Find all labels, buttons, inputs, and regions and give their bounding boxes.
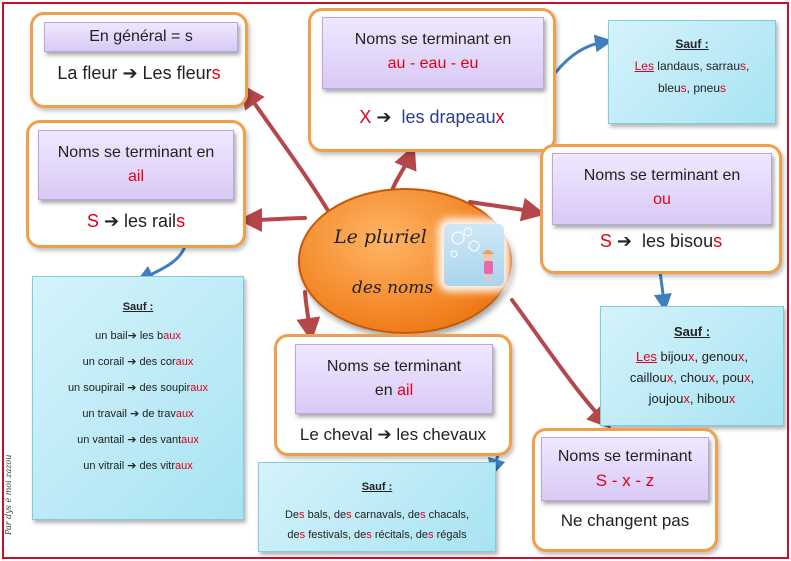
ail-header: Noms se terminant en ail [38,130,234,200]
al-box: Noms se terminant en ail Le cheval ➔ les… [274,334,512,456]
arrow-icon: ➔ [127,381,137,394]
girl-bubbles-icon [450,227,494,281]
al-example: Le cheval ➔ les chevaux [299,425,487,445]
sxz-header: Noms se terminant S - x - z [541,437,709,501]
list-item: un corail ➔ des coraux [82,355,194,368]
arrow-icon: ➔ [127,459,137,472]
ou-exceptions: Sauf : Les bijoux, genoux, cailloux, cho… [600,306,784,426]
girl-bubbles-image [444,224,504,286]
sxz-box: Noms se terminant S - x - z Ne changent … [532,428,718,552]
al-exceptions-line1: Des bals, des carnavals, des chacals, [284,509,470,521]
ail-example: S ➔ les rails [86,211,186,232]
arrow-icon: ➔ [127,355,137,368]
au-header: Noms se terminant en au - eau - eu [322,17,544,89]
al-exceptions: Sauf : Des bals, des carnavals, des chac… [258,462,496,552]
list-item: un travail ➔ de travaux [82,407,194,420]
arrow-icon: ➔ [122,63,138,84]
ou-box: Noms se terminant en ou S ➔ les bisous [540,144,782,274]
arrow-icon: ➔ [127,433,137,446]
general-box: En général = s La fleur ➔ Les fleurs [30,12,248,108]
au-exceptions: Sauf : Les landaus, sarraus, bleus, pneu… [608,20,776,124]
list-item: un vantail ➔ des vantaux [77,433,199,446]
center-title-line1: Le pluriel [334,226,427,248]
general-header: En général = s [44,22,238,52]
list-item: un soupirail ➔ des soupiraux [67,381,209,394]
arrow-icon: ➔ [127,329,137,342]
au-example: X ➔ les drapeaux [359,107,505,128]
al-header: Noms se terminant en ail [295,344,493,414]
arrow-icon: ➔ [376,107,392,128]
credit-text: Par dys é moi zazou [4,454,13,536]
ou-header: Noms se terminant en ou [552,153,772,225]
arrow-icon: ➔ [103,211,120,232]
sxz-example: Ne changent pas [560,511,690,530]
ail-box: Noms se terminant en ail S ➔ les rails [26,120,246,248]
list-item: un vitrail ➔ des vitraux [83,459,193,472]
arrow-icon: ➔ [130,407,140,420]
general-example: La fleur ➔ Les fleurs [57,63,221,84]
center-title-line2: des noms [352,278,434,298]
arrow-icon: ➔ [377,425,392,445]
ou-example: S ➔ les bisous [599,231,723,252]
al-exceptions-line2: des festivals, des récitals, des régals [287,529,467,541]
arrow-icon: ➔ [616,231,633,252]
ail-exceptions-list: un bail➔ les baux un corail ➔ des coraux u… [33,323,243,479]
au-box: Noms se terminant en au - eau - eu X ➔ l… [308,8,556,152]
list-item: un bail➔ les baux [95,329,181,342]
